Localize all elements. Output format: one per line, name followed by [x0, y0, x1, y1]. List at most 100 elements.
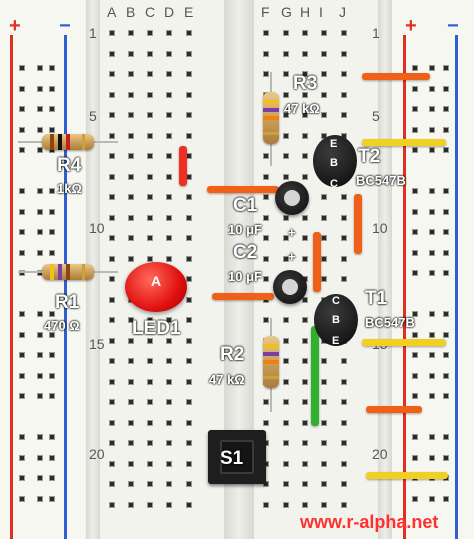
rail-hole[interactable]: [37, 454, 43, 461]
rail-hole[interactable]: [37, 475, 43, 481]
hole-e-15[interactable]: [186, 317, 192, 323]
hole-j-13[interactable]: [341, 276, 347, 282]
hole-g-12[interactable]: [283, 255, 289, 262]
rail-hole[interactable]: [443, 372, 449, 379]
hole-j-21[interactable]: [341, 440, 347, 446]
hole-i-24[interactable]: [321, 501, 327, 508]
hole-c-18[interactable]: [147, 378, 153, 385]
rail-hole[interactable]: [412, 106, 418, 112]
rail-hole[interactable]: [443, 434, 449, 440]
rail-hole[interactable]: [429, 65, 435, 71]
rail-hole[interactable]: [37, 393, 43, 399]
hole-h-17[interactable]: [302, 358, 308, 364]
rail-hole[interactable]: [412, 188, 418, 194]
rail-hole[interactable]: [19, 126, 25, 133]
hole-b-10[interactable]: [128, 214, 134, 221]
hole-c-11[interactable]: [147, 235, 153, 241]
hole-h-7[interactable]: [302, 153, 308, 159]
hole-c-9[interactable]: [147, 194, 153, 200]
hole-h-20[interactable]: [302, 419, 308, 426]
rail-hole[interactable]: [443, 65, 449, 71]
rail-hole[interactable]: [443, 126, 449, 133]
rail-hole[interactable]: [19, 249, 25, 256]
hole-d-2[interactable]: [166, 50, 172, 57]
hole-h-8[interactable]: [302, 173, 308, 180]
rail-hole[interactable]: [37, 229, 43, 235]
hole-h-6[interactable]: [302, 132, 308, 139]
hole-h-22[interactable]: [302, 460, 308, 467]
hole-a-3[interactable]: [109, 71, 115, 77]
hole-b-21[interactable]: [128, 440, 134, 446]
hole-f-13[interactable]: [263, 276, 269, 282]
hole-f-20[interactable]: [263, 419, 269, 426]
hole-d-20[interactable]: [166, 419, 172, 426]
hole-c-5[interactable]: [147, 112, 153, 118]
hole-d-21[interactable]: [166, 440, 172, 446]
hole-c-16[interactable]: [147, 337, 153, 344]
rail-hole[interactable]: [37, 331, 43, 338]
hole-i-10[interactable]: [321, 214, 327, 221]
hole-h-11[interactable]: [302, 235, 308, 241]
hole-i-3[interactable]: [321, 71, 327, 77]
rail-hole[interactable]: [19, 188, 25, 194]
hole-e-18[interactable]: [186, 378, 192, 385]
rail-hole[interactable]: [19, 85, 25, 92]
hole-c-24[interactable]: [147, 501, 153, 508]
rail-hole[interactable]: [37, 434, 43, 440]
rail-hole[interactable]: [37, 188, 43, 194]
hole-b-9[interactable]: [128, 194, 134, 200]
hole-f-2[interactable]: [263, 50, 269, 57]
rail-hole[interactable]: [429, 311, 435, 317]
hole-a-17[interactable]: [109, 358, 115, 364]
rail-hole[interactable]: [429, 495, 435, 502]
hole-f-1[interactable]: [263, 30, 269, 36]
rail-hole[interactable]: [429, 147, 435, 153]
rail-hole[interactable]: [429, 106, 435, 112]
hole-j-9[interactable]: [341, 194, 347, 200]
rail-hole[interactable]: [49, 495, 55, 502]
hole-e-21[interactable]: [186, 440, 192, 446]
rail-hole[interactable]: [443, 85, 449, 92]
hole-f-12[interactable]: [263, 255, 269, 262]
hole-d-11[interactable]: [166, 235, 172, 241]
hole-g-8[interactable]: [283, 173, 289, 180]
hole-a-2[interactable]: [109, 50, 115, 57]
rail-hole[interactable]: [19, 393, 25, 399]
hole-b-23[interactable]: [128, 481, 134, 487]
hole-f-10[interactable]: [263, 214, 269, 221]
hole-d-17[interactable]: [166, 358, 172, 364]
hole-e-5[interactable]: [186, 112, 192, 118]
hole-i-2[interactable]: [321, 50, 327, 57]
hole-e-24[interactable]: [186, 501, 192, 508]
hole-d-22[interactable]: [166, 460, 172, 467]
hole-b-4[interactable]: [128, 91, 134, 98]
hole-c-15[interactable]: [147, 317, 153, 323]
rail-hole[interactable]: [412, 85, 418, 92]
rail-hole[interactable]: [49, 352, 55, 358]
hole-g-2[interactable]: [283, 50, 289, 57]
hole-i-21[interactable]: [321, 440, 327, 446]
rail-hole[interactable]: [19, 208, 25, 215]
rail-hole[interactable]: [19, 352, 25, 358]
hole-f-3[interactable]: [263, 71, 269, 77]
hole-c-3[interactable]: [147, 71, 153, 77]
hole-g-18[interactable]: [283, 378, 289, 385]
rail-hole[interactable]: [49, 311, 55, 317]
hole-g-15[interactable]: [283, 317, 289, 323]
hole-j-22[interactable]: [341, 460, 347, 467]
rail-hole[interactable]: [37, 126, 43, 133]
rail-hole[interactable]: [19, 331, 25, 338]
hole-g-20[interactable]: [283, 419, 289, 426]
rail-hole[interactable]: [443, 188, 449, 194]
rail-hole[interactable]: [443, 147, 449, 153]
rail-hole[interactable]: [19, 147, 25, 153]
hole-e-3[interactable]: [186, 71, 192, 77]
hole-c-21[interactable]: [147, 440, 153, 446]
hole-a-22[interactable]: [109, 460, 115, 467]
hole-j-10[interactable]: [341, 214, 347, 221]
rail-hole[interactable]: [37, 85, 43, 92]
hole-j-1[interactable]: [341, 30, 347, 36]
hole-d-5[interactable]: [166, 112, 172, 118]
hole-h-21[interactable]: [302, 440, 308, 446]
hole-j-17[interactable]: [341, 358, 347, 364]
